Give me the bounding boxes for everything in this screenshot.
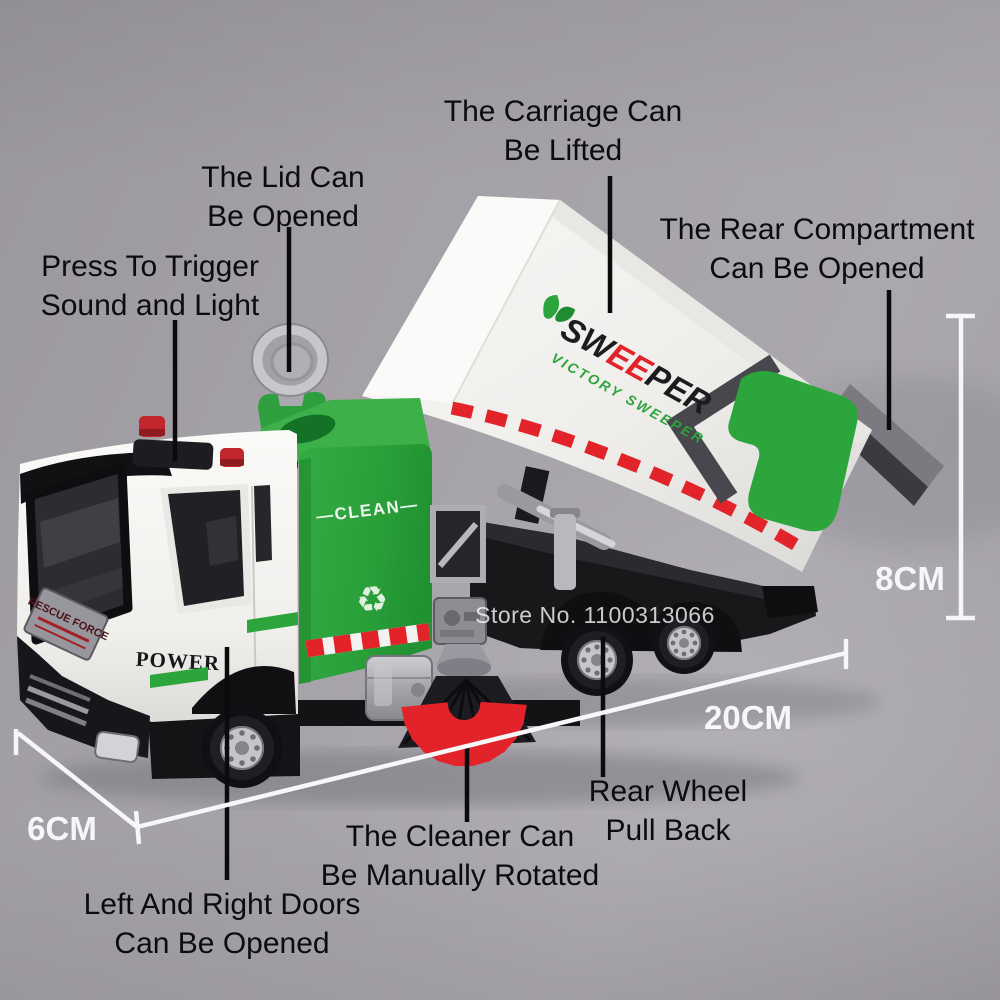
quarter-window bbox=[254, 485, 272, 562]
annotation-lid-line1: The Lid Can bbox=[201, 161, 365, 194]
brush-bristles bbox=[401, 701, 527, 767]
length-dimension-line bbox=[136, 650, 847, 830]
leaf-icon bbox=[543, 294, 560, 319]
headlight bbox=[94, 730, 140, 764]
hydraulic-cylinder bbox=[497, 466, 616, 590]
green-arrow-decal bbox=[728, 371, 858, 532]
annotation-doors: Left And Right Doors Can Be Opened bbox=[84, 885, 361, 963]
annotation-carriage-line2: Be Lifted bbox=[503, 134, 623, 167]
annotation-rear-wheel: Rear Wheel Pull Back bbox=[589, 772, 747, 850]
recycle-icon: ♻ bbox=[354, 577, 390, 621]
fuel-tank bbox=[365, 655, 433, 721]
width-dimension-label: 6CM bbox=[27, 810, 97, 847]
annotation-sound-light: Press To Trigger Sound and Light bbox=[41, 247, 260, 325]
tank-stripe bbox=[305, 623, 431, 658]
annotation-rear-compartment-line2: Can Be Opened bbox=[709, 252, 925, 285]
leaf-icon bbox=[555, 306, 576, 322]
annotation-lid-line2: Be Opened bbox=[207, 200, 359, 233]
annotation-carriage-line1: The Carriage Can bbox=[443, 95, 683, 128]
width-dimension-line bbox=[16, 731, 139, 829]
leader-lines bbox=[172, 176, 892, 880]
front-wheel bbox=[202, 708, 282, 788]
rear-wheel-inner bbox=[561, 624, 633, 696]
annotation-doors-line1: Left And Right Doors bbox=[83, 888, 361, 921]
annotation-lid: The Lid Can Be Opened bbox=[201, 158, 364, 236]
annotation-sound-light-line2: Sound and Light bbox=[40, 289, 260, 322]
annotation-rear-wheel-line1: Rear Wheel bbox=[588, 775, 748, 808]
annotation-rear-wheel-line2: Pull Back bbox=[605, 814, 731, 847]
annotation-cleaner-line1: The Cleaner Can bbox=[345, 820, 575, 853]
annotation-rear-compartment: The Rear Compartment Can Be Opened bbox=[659, 210, 974, 288]
annotation-rear-compartment-line1: The Rear Compartment bbox=[659, 213, 975, 246]
annotation-doors-line2: Can Be Opened bbox=[114, 927, 330, 960]
annotation-sound-light-line1: Press To Trigger bbox=[41, 250, 259, 283]
beacon-light bbox=[139, 416, 165, 437]
dimension-lines bbox=[13, 313, 975, 845]
rear-wheel-outer bbox=[653, 612, 715, 674]
cab: RESCUE FORCE POWER bbox=[17, 416, 300, 779]
store-watermark: Store No. 1100313066 bbox=[475, 602, 715, 628]
length-dimension-label: 20CM bbox=[703, 699, 793, 736]
annotation-cleaner-line2: Be Manually Rotated bbox=[320, 859, 600, 892]
height-dimension-label: 8CM bbox=[875, 560, 945, 597]
beacon-light bbox=[220, 448, 244, 467]
carriage-bed: SWEEPER VICTORY SWEEPER bbox=[362, 196, 872, 572]
sweeper-mechanism bbox=[430, 505, 492, 678]
annotation-cleaner: The Cleaner Can Be Manually Rotated bbox=[321, 817, 600, 895]
clean-water-tank: —CLEAN— ♻ bbox=[233, 323, 432, 684]
reflective-dash-stripe bbox=[450, 401, 802, 552]
rotating-brush[interactable] bbox=[398, 676, 536, 767]
annotation-carriage: The Carriage Can Be Lifted bbox=[444, 92, 682, 170]
